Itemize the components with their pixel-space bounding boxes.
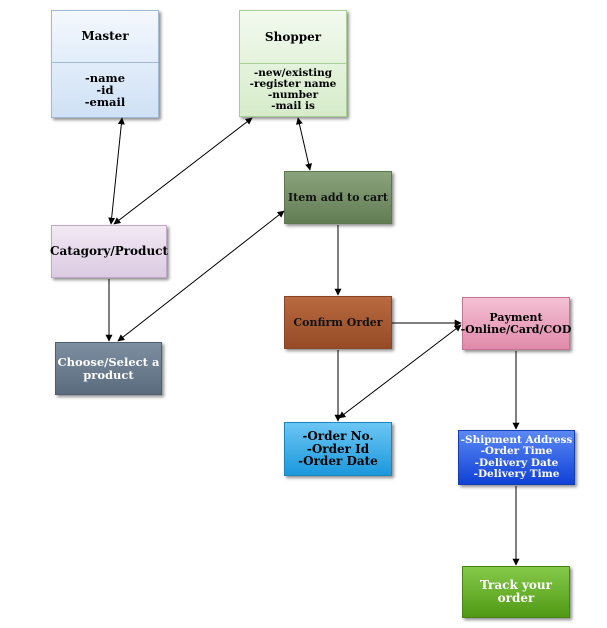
edge-shopper-cart — [296, 117, 312, 171]
edge-payment-orderinfo — [338, 324, 462, 419]
master-header: Master — [52, 11, 158, 63]
master-fields: -name -id -email — [52, 63, 158, 117]
payment-line-2: -Online/Card/COD — [460, 322, 572, 336]
shopper-field-number: -number — [267, 89, 319, 101]
master-field-id: -id — [96, 82, 114, 97]
shipment-address: -Shipment Address — [460, 434, 573, 447]
confirm-order-label: Confirm Order — [293, 315, 383, 329]
shipment-order-time: -Order Time — [480, 445, 553, 458]
master-field-name: -name — [84, 70, 126, 85]
payment-line-1: Payment — [489, 310, 543, 324]
order-number: -Order No. — [302, 429, 374, 444]
edge-master-category — [108, 117, 125, 225]
shipment-box: -Shipment Address -Order Time -Delivery … — [458, 430, 575, 485]
shopper-field-register: -register name — [249, 77, 337, 90]
shipment-delivery-date: -Delivery Date — [474, 456, 559, 469]
choose-select-box: Choose/Select a product — [55, 342, 162, 395]
master-title: Master — [81, 29, 129, 44]
item-add-to-cart-label: Item add to cart — [288, 190, 388, 204]
track-order-line-2: order — [497, 591, 535, 605]
shopper-header: Shopper — [240, 11, 346, 64]
edge-shopper-category — [113, 117, 253, 225]
choose-select-line-1: Choose/Select a — [57, 355, 160, 370]
track-order-box: Track your order — [462, 566, 570, 618]
shopper-title: Shopper — [264, 29, 322, 44]
shopper-fields: -new/existing -register name -number -ma… — [240, 64, 346, 116]
order-info-box: -Order No. -Order Id -Order Date — [284, 422, 392, 476]
shipment-delivery-time: -Delivery Time — [473, 467, 560, 480]
order-date: -Order Date — [298, 454, 378, 469]
shopper-field-mail: -mail is — [271, 100, 315, 113]
track-order-line-1: Track your — [480, 578, 552, 593]
master-box: Master -name -id -email — [51, 10, 159, 118]
shopper-field-new: -new/existing — [253, 66, 333, 79]
choose-select-line-2: product — [83, 367, 134, 382]
order-id: -Order Id — [306, 441, 370, 456]
shopper-box: Shopper -new/existing -register name -nu… — [239, 10, 347, 117]
item-add-to-cart-box: Item add to cart — [284, 171, 392, 224]
master-field-email: -email — [84, 95, 126, 110]
payment-box: Payment -Online/Card/COD — [460, 297, 572, 350]
edge-cart-choose — [117, 210, 285, 342]
